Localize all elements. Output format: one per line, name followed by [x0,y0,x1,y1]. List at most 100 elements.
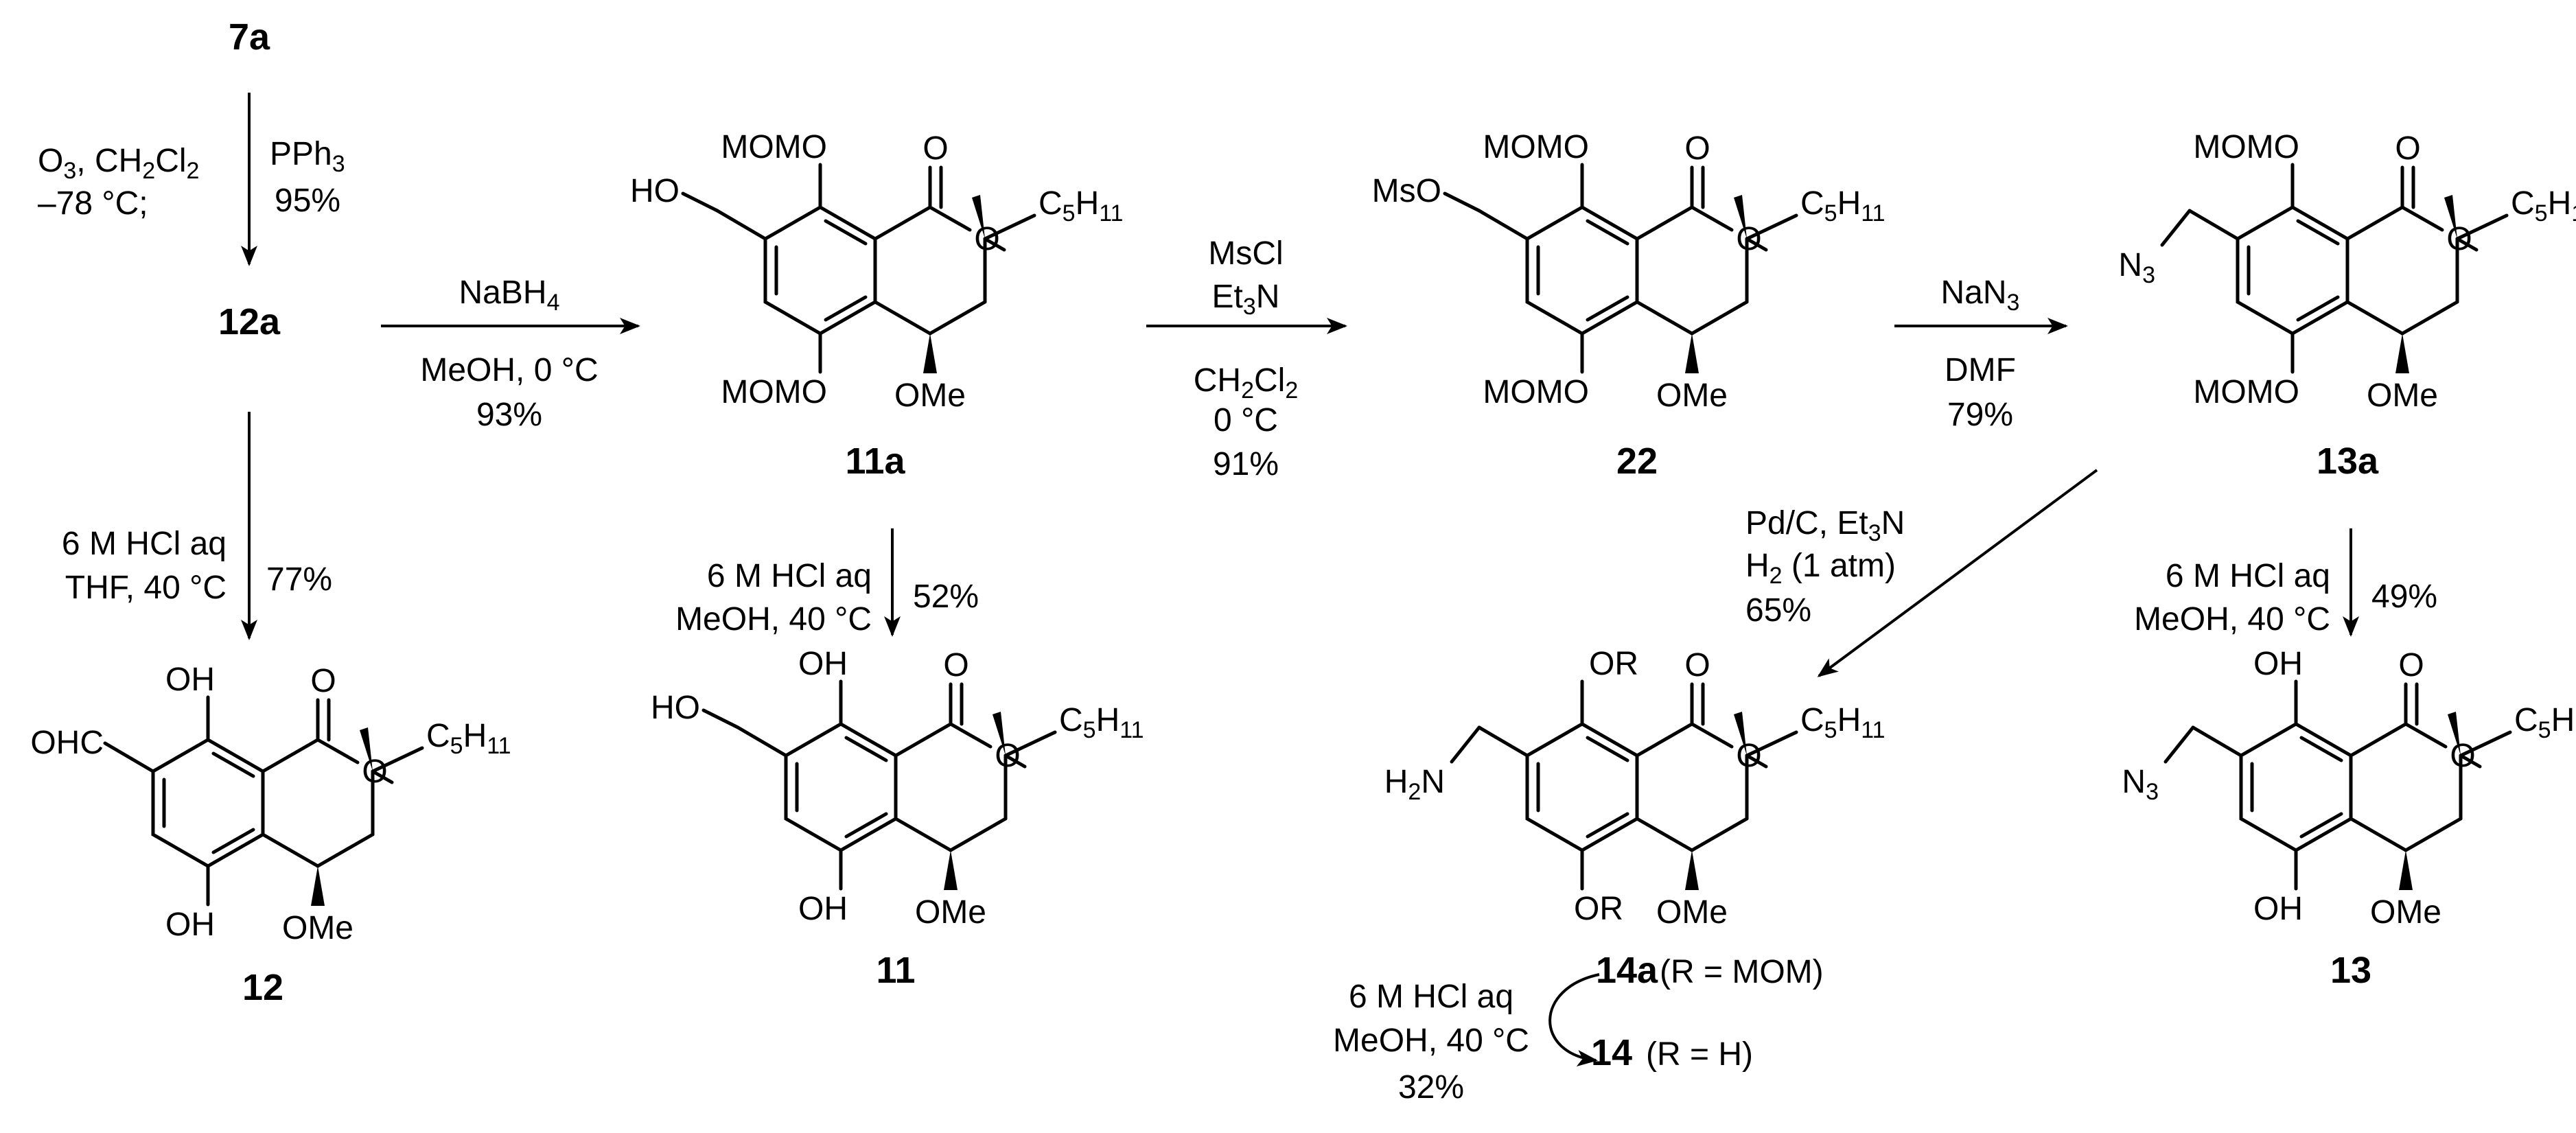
compound-12a: 12a [218,301,281,342]
svg-text:6 M HCl aq: 6 M HCl aq [1349,979,1513,1015]
ring-o: O [1736,738,1761,774]
pentyl-c5h11: C5H11 [426,718,511,759]
top-oh: OH [798,646,848,682]
compound-22: 22 [1616,441,1658,482]
methoxy-ome: OMe [915,894,986,931]
top-momo: MOMO [2193,129,2299,165]
compound-13a: 13a [2317,441,2379,482]
top-momo: MOMO [721,129,827,165]
svg-text:Pd/C, Et3N: Pd/C, Et3N [1745,505,1905,546]
arrow-13a-to-14a [1817,469,2098,677]
ring-o: O [362,754,387,790]
pentyl-c5h11: C5H11 [2514,702,2576,743]
svg-text:6 M HCl aq: 6 M HCl aq [707,558,872,594]
top-or: OR [1589,646,1638,682]
bottom-oh: OH [165,907,215,943]
methoxy-ome: OMe [282,910,353,946]
pentyl-c5h11: C5H11 [1059,702,1144,743]
svg-text:91%: 91% [1213,446,1279,482]
azide-n3: N3 [2122,764,2159,805]
carbonyl-o: O [1684,130,1710,167]
svg-text:Et3N: Et3N [1212,279,1280,320]
carbonyl-o: O [943,647,968,684]
structure-12: OHC OH OH O O OMe C5H11 [30,662,511,946]
top-oh: OH [2253,646,2303,682]
methoxy-ome: OMe [2367,377,2438,414]
conditions-step1: O3, CH2Cl2 –78 °C; PPh3 95% [38,136,345,222]
structure-13a: N3 MOMO MOMO O O OMe C5H11 [2118,129,2576,414]
r-group-14: (R = H) [1646,1036,1753,1073]
arrow-14a-to-14-curved [1548,973,1600,1066]
pentyl-c5h11: C5H11 [1800,185,1885,226]
bottom-or: OR [1574,891,1623,927]
methoxy-ome: OMe [894,377,966,414]
pentyl-c5h11: C5H11 [1038,185,1124,226]
svg-text:MsCl: MsCl [1208,235,1283,272]
conditions-step5: 6 M HCl aq THF, 40 °C 77% [62,526,332,606]
svg-text:MeOH, 40 °C: MeOH, 40 °C [2134,601,2330,638]
amine-h2n: H2N [1384,764,1445,805]
carbonyl-o: O [923,130,948,167]
svg-text:6 M HCl aq: 6 M HCl aq [62,526,227,562]
bottom-momo: MOMO [721,374,827,410]
ring-o: O [1736,221,1761,257]
ring-o: O [2446,221,2472,257]
compound-7a: 7a [229,16,270,58]
methoxy-ome: OMe [1656,894,1728,931]
svg-text:CH2Cl2: CH2Cl2 [1194,362,1299,404]
svg-text:MeOH, 40 °C: MeOH, 40 °C [675,601,872,638]
compound-11: 11 [876,950,915,991]
pentyl-c5h11: C5H11 [1800,702,1885,743]
svg-text:93%: 93% [476,397,542,433]
svg-text:H2 (1 atm): H2 (1 atm) [1745,548,1896,589]
conditions-step8: 6 M HCl aq MeOH, 40 °C 49% [2134,558,2437,638]
conditions-step7: Pd/C, Et3N H2 (1 atm) 65% [1745,505,1905,629]
svg-text:PPh3: PPh3 [270,136,345,177]
hydroxymethyl-ho: HO [651,690,700,726]
carbonyl-o: O [1684,647,1710,684]
svg-text:DMF: DMF [1945,352,2016,388]
structure-13: N3 OH OH O O OMe C5H11 [2122,646,2576,931]
methoxy-ome: OMe [1656,377,1728,414]
ring-o: O [974,221,999,257]
conditions-step9: 6 M HCl aq MeOH, 40 °C 32% [1333,979,1529,1106]
svg-text:79%: 79% [1947,397,2013,433]
svg-text:MeOH, 40 °C: MeOH, 40 °C [1333,1023,1529,1059]
compound-13: 13 [2330,950,2371,991]
structure-11a: HO MOMO MOMO O O OMe C5H11 [630,129,1124,414]
aldehyde-ohc: OHC [30,725,104,761]
compound-12: 12 [242,967,283,1008]
ring-o: O [995,738,1020,774]
svg-text:NaN3: NaN3 [1941,275,2020,316]
top-momo: MOMO [1483,129,1589,165]
bottom-oh: OH [798,891,848,927]
svg-text:95%: 95% [275,183,340,219]
svg-text:MeOH, 0 °C: MeOH, 0 °C [420,352,598,388]
carbonyl-o: O [2398,647,2424,684]
conditions-step4: NaN3 DMF 79% [1941,275,2020,433]
svg-text:THF, 40 °C: THF, 40 °C [65,570,227,606]
structure-22: MsO MOMO MOMO O O OMe C5H11 [1372,129,1885,414]
bottom-momo: MOMO [2193,374,2299,410]
carbonyl-o: O [2395,130,2420,167]
svg-text:65%: 65% [1745,592,1811,629]
compound-11a: 11a [845,441,905,482]
ring-o: O [2450,738,2475,774]
bottom-oh: OH [2253,891,2303,927]
svg-text:52%: 52% [913,579,979,615]
hydroxymethyl-ho: HO [630,173,680,209]
svg-text:32%: 32% [1398,1069,1464,1106]
conditions-step6: 6 M HCl aq MeOH, 40 °C 52% [675,558,979,638]
conditions-step2: NaBH4 MeOH, 0 °C 93% [420,275,598,433]
conditions-step3: MsCl Et3N CH2Cl2 0 °C 91% [1194,235,1299,482]
svg-text:6 M HCl aq: 6 M HCl aq [2166,558,2330,594]
svg-text:0 °C: 0 °C [1214,402,1278,439]
svg-text:49%: 49% [2371,579,2437,615]
compound-14: 14 [1591,1032,1632,1073]
azide-n3: N3 [2118,247,2155,288]
svg-text:O3, CH2Cl2: O3, CH2Cl2 [38,143,199,184]
top-oh: OH [165,662,215,698]
compound-14a: 14a [1596,950,1658,991]
svg-text:NaBH4: NaBH4 [459,275,560,316]
